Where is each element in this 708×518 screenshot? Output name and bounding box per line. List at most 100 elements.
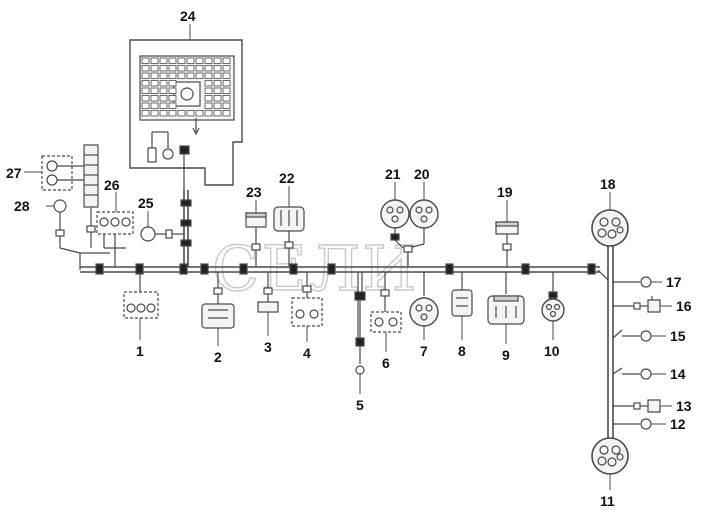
fuse-cell <box>204 72 213 79</box>
fuse-cell <box>195 57 204 64</box>
connector-3 <box>257 272 279 313</box>
fuse-cell <box>168 65 177 72</box>
fuse-cell <box>177 57 186 64</box>
connector-11 <box>591 437 629 475</box>
fuse-cell <box>222 57 231 64</box>
fuse-cell <box>141 57 150 64</box>
fuse-cell <box>141 80 150 87</box>
fuse-cell <box>141 102 150 109</box>
label-8: 8 <box>458 343 466 359</box>
label-21: 21 <box>385 166 401 182</box>
fuse-cell <box>141 110 150 117</box>
connector-26 <box>96 211 134 267</box>
fuse-cell <box>213 95 222 102</box>
label-13: 13 <box>676 398 692 414</box>
fuse-cell <box>168 72 177 79</box>
fuse-cell <box>159 87 168 94</box>
right-trunk <box>597 246 614 440</box>
fuse-cell <box>222 102 231 109</box>
fuse-cell <box>186 57 195 64</box>
connector-20 <box>403 199 439 267</box>
fuse-cell <box>150 110 159 117</box>
fuse-cell <box>150 102 159 109</box>
connector-18 <box>591 209 629 247</box>
fuse-cell <box>168 110 177 117</box>
right-branches <box>612 276 661 430</box>
fuse-cell <box>222 95 231 102</box>
fuse-cell <box>186 72 195 79</box>
label-15: 15 <box>670 328 686 344</box>
fuse-cell <box>222 65 231 72</box>
label-17: 17 <box>666 274 682 290</box>
label-24: 24 <box>180 8 196 24</box>
fuse-cell <box>204 80 213 87</box>
fuse-cell <box>168 95 177 102</box>
fuse-cell <box>141 87 150 94</box>
fuse-cell <box>213 110 222 117</box>
fuse-cell <box>186 65 195 72</box>
connector-1 <box>123 272 159 319</box>
label-23: 23 <box>246 184 262 200</box>
fuse-cell <box>213 57 222 64</box>
fuse-cell <box>213 80 222 87</box>
fuse-cell <box>204 87 213 94</box>
label-16: 16 <box>676 298 692 314</box>
connector-8 <box>451 272 473 317</box>
label-25: 25 <box>138 195 154 211</box>
fuse-cell <box>141 72 150 79</box>
connector-9 <box>487 272 525 325</box>
leader-lines <box>24 24 672 490</box>
fuse-cell <box>177 65 186 72</box>
fuse-cell <box>204 95 213 102</box>
connector-2 <box>201 272 235 329</box>
fuse-cell <box>159 110 168 117</box>
fuse-cell <box>204 102 213 109</box>
fuse-cell <box>159 72 168 79</box>
label-28: 28 <box>14 198 30 214</box>
fuse-cell <box>141 65 150 72</box>
fuse-cell <box>204 110 213 117</box>
fuse-cell <box>150 80 159 87</box>
fuse-cell <box>195 65 204 72</box>
fuse-cell <box>177 72 186 79</box>
label-27: 27 <box>6 165 22 181</box>
fuse-cell <box>159 95 168 102</box>
connector-25 <box>140 226 184 242</box>
fuse-cell <box>159 57 168 64</box>
fuse-cell <box>213 102 222 109</box>
fuse-cell <box>159 102 168 109</box>
connector-28 <box>53 199 110 254</box>
label-7: 7 <box>420 343 428 359</box>
fuse-cell <box>168 80 177 87</box>
fuse-cell <box>159 65 168 72</box>
fuse-box-grid <box>141 57 231 117</box>
label-20: 20 <box>414 166 430 182</box>
connector-23 <box>245 212 267 267</box>
fuse-cell <box>150 65 159 72</box>
connector-6 <box>370 272 402 333</box>
label-4: 4 <box>303 345 311 361</box>
label-19: 19 <box>497 184 513 200</box>
fuse-cell <box>168 87 177 94</box>
fuse-cell <box>150 87 159 94</box>
label-10: 10 <box>544 343 560 359</box>
label-18: 18 <box>600 176 616 192</box>
main-trunk <box>79 190 600 275</box>
label-9: 9 <box>502 347 510 363</box>
fuse-cell <box>177 110 186 117</box>
part-labels: 24 27 28 26 25 23 22 21 20 19 18 17 16 1… <box>6 8 692 509</box>
fuse-cell <box>204 65 213 72</box>
fuse-cell <box>150 72 159 79</box>
fuse-cell <box>195 110 204 117</box>
fuse-cell <box>222 110 231 117</box>
fuse-cell <box>195 72 204 79</box>
connector-5 <box>354 272 366 375</box>
fuse-cell <box>222 72 231 79</box>
fuse-cell <box>168 57 177 64</box>
fuse-cell <box>168 102 177 109</box>
label-1: 1 <box>136 343 144 359</box>
connector-27 <box>41 144 99 222</box>
fuse-cell <box>213 87 222 94</box>
